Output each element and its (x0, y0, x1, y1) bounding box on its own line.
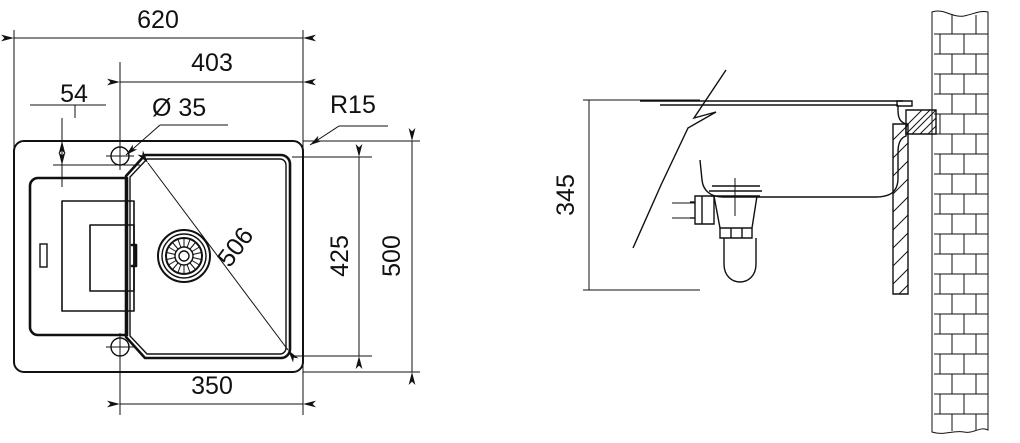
drainboard-slot (39, 243, 48, 268)
waste-fitting (709, 178, 762, 239)
brick-joints (939, 14, 977, 431)
wall-panel (892, 123, 909, 295)
tap-hole-top (106, 142, 134, 170)
dimension-500: 500 (378, 128, 416, 385)
sink-outline (13, 140, 304, 373)
overflow-connector (672, 195, 715, 225)
drainboard-inner-2 (89, 224, 135, 292)
brick-wall (931, 10, 989, 434)
dimension-54-label: 54 (60, 80, 88, 108)
bowl-inner-edge (129, 158, 287, 355)
radius-r15-label: R15 (330, 91, 376, 119)
diameter-35-label: Ø 35 (152, 94, 206, 122)
dimension-500-label: 500 (378, 235, 406, 277)
break-line (632, 69, 727, 249)
bowl (124, 153, 292, 360)
dimension-425-label: 425 (326, 235, 354, 277)
bowl-profile (699, 105, 907, 198)
dimension-345: 345 (552, 99, 700, 291)
radius-r15-callout: R15 (309, 91, 388, 146)
section-view: 345 (552, 10, 989, 434)
dimension-506-label: 506 (212, 222, 259, 272)
dimension-403: 403 (107, 49, 316, 86)
dimension-403-label: 403 (191, 49, 233, 77)
diameter-35-callout: Ø 35 (125, 94, 228, 156)
tap-hole-bottom (106, 333, 134, 361)
dimension-425: 425 (326, 144, 363, 369)
dimension-620-label: 620 (137, 6, 179, 34)
drainboard (28, 176, 129, 337)
dimension-506: 506 (137, 150, 299, 363)
dimension-350-label: 350 (191, 372, 233, 400)
dimension-345-label: 345 (552, 174, 580, 216)
drain-strainer (157, 229, 211, 283)
drainboard-tab (130, 243, 138, 268)
dimension-620: 620 (1, 6, 316, 42)
mounting-clip (896, 100, 913, 107)
dimension-350: 350 (107, 372, 316, 408)
drain-trap (723, 238, 757, 283)
dimension-54: 54 (58, 80, 88, 187)
brick-courses (934, 33, 988, 415)
plan-view: 620 403 54 Ø 35 R15 425 (1, 6, 420, 415)
drainboard-inner-1 (61, 200, 135, 312)
